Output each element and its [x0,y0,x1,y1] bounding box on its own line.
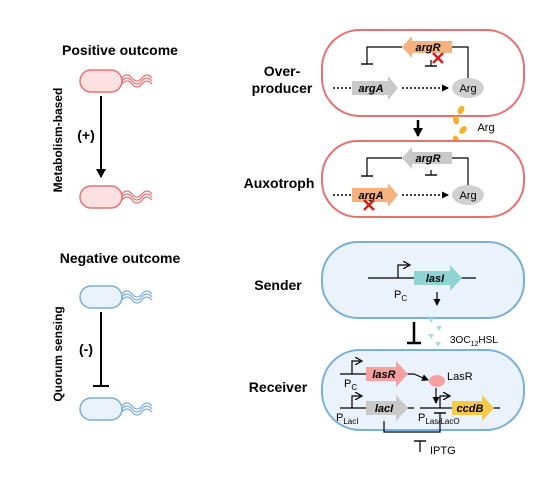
sender-label: Sender [254,277,302,293]
auxotroph-argR-repression [366,157,402,176]
auxotroph-argR-gene: argR [402,147,452,169]
overproducer-label-line1: Over- [264,63,301,79]
svg-text:Arg: Arg [459,190,476,202]
auxotroph-arg-feedback [452,157,469,187]
positive-sign: (+) [77,127,95,143]
auxotroph-arg-metabolite: Arg [452,185,484,205]
receiver-placi-label: PLacI [336,412,358,426]
positive-outcome-title: Positive outcome [62,42,178,58]
svg-text:argR: argR [415,42,440,54]
svg-text:Arg: Arg [459,83,476,95]
sender-promoter-label: PC [394,289,407,303]
receiver-lasR-gene: lasR [366,361,408,387]
overproducer-argR-repression [366,46,402,64]
auxotroph-label: Auxotroph [244,175,315,191]
lacI-repression-line [383,413,441,433]
receiver-ccdB-promoter [439,396,450,408]
auxotroph-argA-cross-icon [363,199,375,211]
sender-lasI-gene: lasI [414,265,462,291]
overproducer-argR-gene: argR [402,36,452,58]
svg-text:lacI: lacI [375,403,394,415]
receiver-label: Receiver [249,379,308,395]
sender-promoter-arrow [397,265,410,278]
svg-text:lasI: lasI [426,273,445,285]
receiver-lasR-output [413,373,429,381]
arg-exchange-label: Arg [477,122,494,134]
svg-text:argA: argA [358,190,383,202]
receiver-plaslaco-label: PLas/LacO [418,412,460,426]
overproducer-arg-metabolite: Arg [452,78,484,98]
negative-outcome-title: Negative outcome [60,250,181,266]
overproducer-argR-cross-icon [432,52,444,64]
cell-icon-negative-bottom [79,397,153,421]
overproducer-arg-feedback [452,46,469,78]
ahl-signal-triangles [428,318,442,347]
lasR-protein-icon [429,375,445,387]
svg-text:argA: argA [358,83,383,95]
cell-icon-negative-top [79,285,153,309]
receiver-pc-label: PC [344,378,357,392]
svg-text:ccdB: ccdB [457,403,484,415]
iptg-label: IPTG [430,445,456,457]
cell-icon-positive-bottom [79,185,153,209]
positive-vertical-label: Metabolism-based [51,88,65,193]
negative-sign: (-) [79,341,93,357]
receiver-ccdB-gene: ccdB [452,395,494,421]
overproducer-argA-gene: argA [352,76,398,100]
receiver-lacI-promoter [351,396,362,408]
receiver-lasR-promoter [351,361,362,374]
lasR-protein-label: LasR [447,371,473,383]
svg-text:lasR: lasR [372,369,395,381]
svg-text:argR: argR [415,153,440,165]
overproducer-label-line2: producer [252,80,313,96]
cell-icon-positive-top [79,69,153,93]
receiver-lacI-gene: lacI [366,395,408,421]
negative-vertical-label: Quorum sensing [51,306,65,401]
ahl-signal-label: 3OC12HSL [450,335,498,348]
